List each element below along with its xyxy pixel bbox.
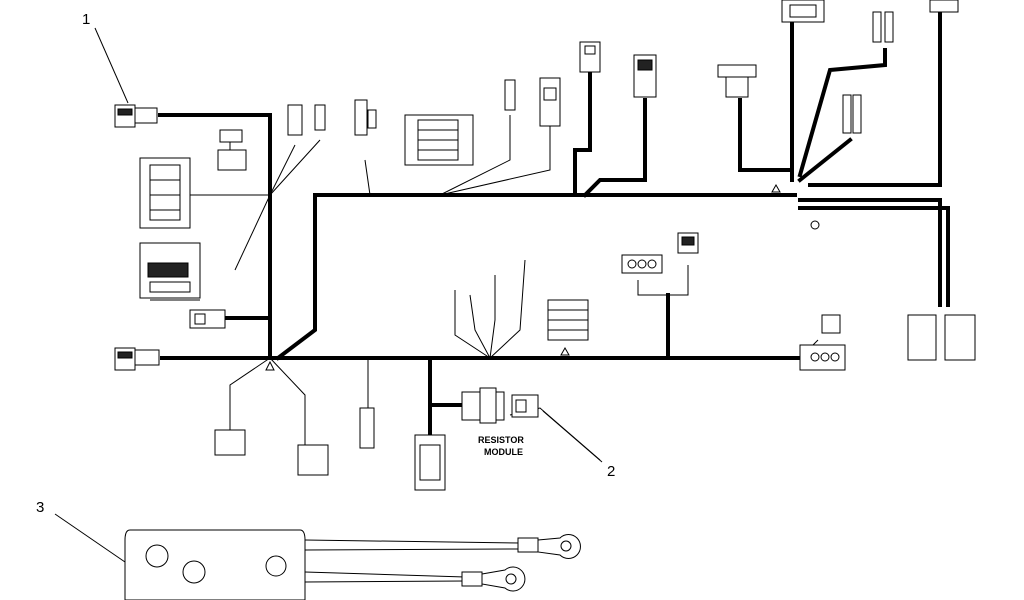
resistor-label-line2: MODULE xyxy=(484,447,523,457)
callout-1: 1 xyxy=(82,11,90,28)
connector-top-f xyxy=(579,41,601,73)
connector-top-e xyxy=(539,77,561,127)
fuse-block-upper xyxy=(139,157,191,229)
connector-top-h xyxy=(717,64,757,98)
connector-top-a xyxy=(217,129,247,171)
connector-center-lower-a xyxy=(547,299,589,341)
resistor-label-line1: RESISTOR xyxy=(478,435,524,445)
resistor-module xyxy=(511,394,539,418)
connector-far-right xyxy=(907,314,976,361)
callout-2: 2 xyxy=(607,463,615,480)
connector-top-g xyxy=(633,54,657,98)
connector-bottom-c xyxy=(359,407,375,449)
connector-left-lower xyxy=(114,347,160,371)
connector-top-c xyxy=(354,99,377,136)
connector-top-j xyxy=(872,11,894,43)
ground-strap-assembly xyxy=(124,529,581,600)
connector-1 xyxy=(114,104,158,128)
main-harness-trunks xyxy=(158,8,950,442)
relay-block xyxy=(404,114,474,166)
callout-leaders xyxy=(54,27,603,563)
junction-markers xyxy=(265,183,820,371)
fuse-block-lower xyxy=(139,242,201,299)
connector-top-k xyxy=(929,0,959,13)
connector-right-lower xyxy=(799,314,846,371)
callout-3: 3 xyxy=(36,499,44,516)
connector-bottom-a xyxy=(214,429,246,456)
connector-center-lower-b xyxy=(621,254,663,274)
connector-mid-right xyxy=(842,94,862,134)
connector-top-b xyxy=(287,104,326,136)
connector-top-i xyxy=(781,0,825,23)
connector-bottom-e xyxy=(461,387,505,424)
connector-small-left xyxy=(189,309,226,329)
connector-bottom-d xyxy=(414,434,446,491)
connectors xyxy=(114,0,976,491)
connector-center-lower-c xyxy=(677,232,699,254)
connector-top-d xyxy=(504,79,516,111)
connector-bottom-b xyxy=(297,444,329,476)
